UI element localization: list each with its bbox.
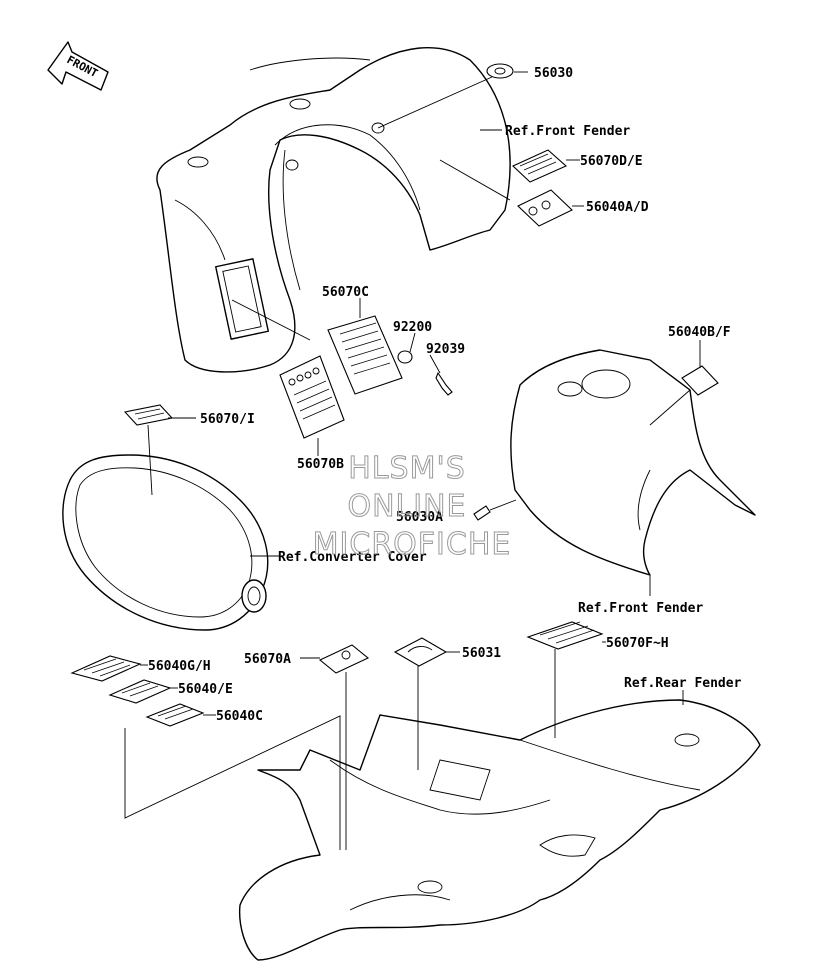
front-arrow-icon: FRONT [47, 41, 109, 91]
watermark-line-2: ONLINE [347, 489, 466, 524]
decal-56031-part [393, 637, 448, 667]
label-56070C: 56070C [322, 285, 369, 300]
converter-cover-part [62, 454, 269, 631]
label-56070FH: 56070F~H [606, 636, 669, 651]
watermark-line-3: MICROFICHE [313, 527, 512, 562]
watermark-line-1: HLSM'S [348, 451, 466, 486]
label-92039: 92039 [426, 342, 465, 357]
label-56030: 56030 [534, 66, 573, 81]
label-ref-front-fender-right: Ref.Front Fender [578, 601, 703, 616]
leader-lines [124, 71, 701, 850]
washer-92200-part [397, 350, 413, 364]
decal-56040E-part [108, 679, 172, 704]
label-56070I: 56070/I [200, 412, 255, 427]
screw-92039-part [435, 371, 453, 396]
label-56040E: 56040/E [178, 682, 233, 697]
decal-56070A-part [318, 644, 370, 674]
watermark: HLSM'S ONLINE MICROFICHE [312, 451, 512, 563]
rear-fender-part [238, 699, 761, 961]
decal-56040AD-part [517, 189, 573, 227]
label-56040GH: 56040G/H [148, 659, 211, 674]
decal-56040GH-part [70, 655, 142, 682]
label-92200: 92200 [393, 320, 432, 335]
front-fender-lower-part [510, 349, 756, 576]
label-ref-converter-cover: Ref.Converter Cover [278, 550, 427, 565]
label-56030A: 56030A [396, 510, 443, 525]
label-56040C: 56040C [216, 709, 263, 724]
decal-56070C-part [327, 315, 403, 395]
label-56070DE: 56070D/E [580, 154, 643, 169]
decal-56070B-part [279, 355, 345, 439]
decal-56070I-part [123, 404, 174, 426]
decal-56070DE-part [512, 149, 568, 183]
grommet-56030A-part [473, 505, 491, 521]
label-56070A: 56070A [244, 652, 291, 667]
label-56031: 56031 [462, 646, 501, 661]
label-ref-rear-fender: Ref.Rear Fender [624, 676, 742, 691]
decal-56070FH-part [526, 621, 604, 650]
decal-56040C-part [145, 703, 205, 727]
washer-56030-part [486, 63, 514, 79]
label-56040BF: 56040B/F [668, 325, 731, 340]
label-56040AD: 56040A/D [586, 200, 649, 215]
label-56070B: 56070B [297, 457, 344, 472]
front-fender-part [156, 46, 511, 373]
decal-56040BF-part [681, 365, 719, 396]
label-ref-front-fender-top: Ref.Front Fender [505, 124, 630, 139]
